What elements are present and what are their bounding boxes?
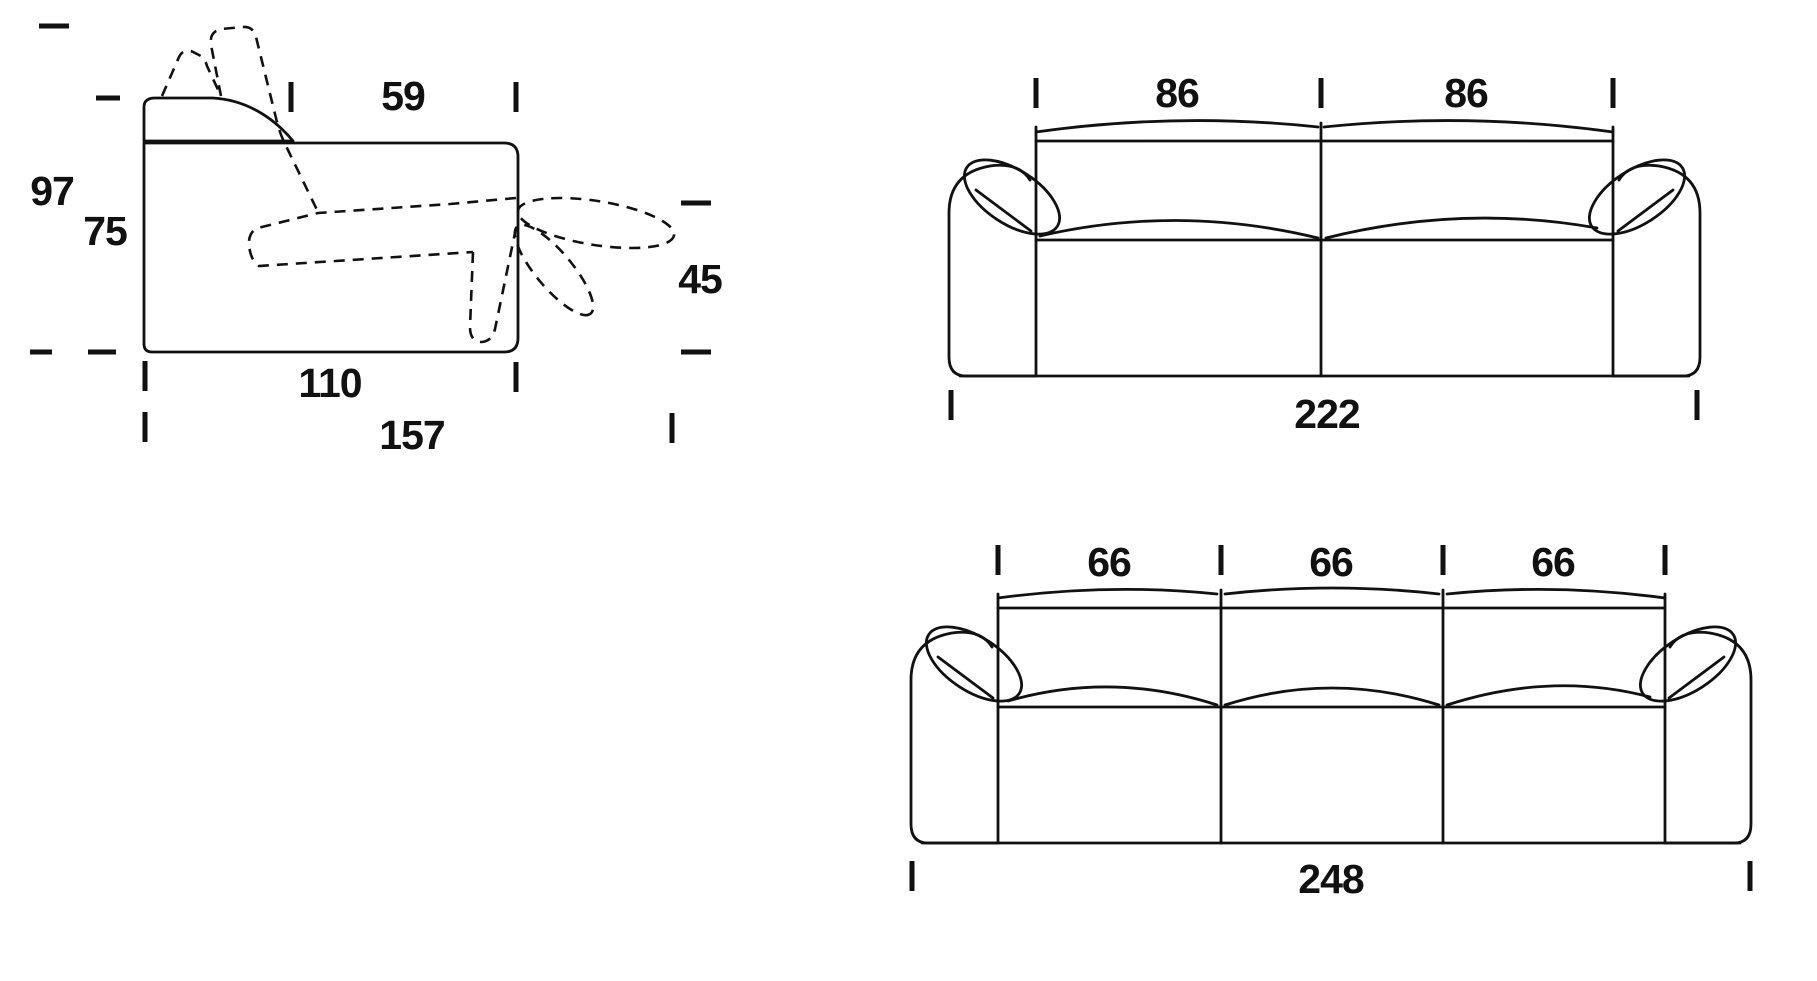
three-seater-left-arm-cushion [924, 625, 1024, 703]
two-seater-seat-cushion-arcs [1038, 216, 1599, 240]
footrest-leaf-upper-dashed [516, 196, 676, 250]
three-seater-right-arm-crease [1667, 655, 1726, 700]
dim-label-seat-width: 66 [1087, 539, 1131, 585]
side-body-outline [142, 141, 520, 354]
dim-label-seat-width: 86 [1155, 70, 1199, 116]
headrest-up-position-dashed [160, 49, 223, 97]
two-seater-front-view: 86 86 222 [947, 70, 1702, 437]
two-seater-left-arm-crease [974, 188, 1033, 233]
two-seater-left-arm [947, 163, 1038, 378]
side-view: 97 75 59 110 157 45 [30, 23, 723, 458]
dim-label-body-depth: 110 [298, 360, 361, 406]
three-seater-left-arm-crease [936, 655, 995, 700]
dim-label-seat-width: 66 [1309, 539, 1353, 585]
three-seater-left-arm [909, 630, 1000, 845]
side-view-dimensions: 97 75 59 110 157 45 [30, 23, 723, 458]
dim-label-total-width: 222 [1294, 391, 1360, 437]
two-seater-left-arm-cushion [962, 158, 1062, 236]
dim-label-footrest-height: 45 [678, 256, 722, 302]
three-seater-backrest-top-arcs [996, 586, 1667, 600]
three-seater-dimensions: 66 66 66 248 [909, 539, 1753, 902]
three-seater-right-arm [1663, 630, 1753, 845]
dim-label-back-height: 75 [83, 208, 127, 254]
two-seater-dimensions: 86 86 222 [948, 70, 1700, 437]
dim-label-seat-depth: 59 [381, 73, 425, 119]
three-seater-right-arm-cushion [1638, 625, 1738, 703]
backrest-recline-position-dashed [209, 25, 320, 213]
side-backrest-headrest [142, 96, 295, 143]
two-seater-right-arm-cushion [1587, 158, 1687, 236]
footrest-flap-dashed [468, 227, 518, 344]
two-seater-backrest-top-arcs [1034, 119, 1615, 134]
dim-label-seat-width: 66 [1531, 539, 1575, 585]
dim-label-extended-depth: 157 [379, 412, 444, 458]
three-seater-seat-cushion-arcs [1006, 684, 1652, 707]
lounge-cushion-dashed [247, 196, 517, 268]
dim-label-total-height: 97 [30, 168, 74, 214]
three-seater-front-view: 66 66 66 248 [909, 539, 1753, 902]
two-seater-right-arm [1611, 163, 1702, 378]
dim-label-total-width: 248 [1298, 856, 1364, 902]
footrest-leaf-lower-dashed [513, 223, 595, 317]
dim-label-seat-width: 86 [1444, 70, 1488, 116]
two-seater-right-arm-crease [1616, 188, 1675, 233]
